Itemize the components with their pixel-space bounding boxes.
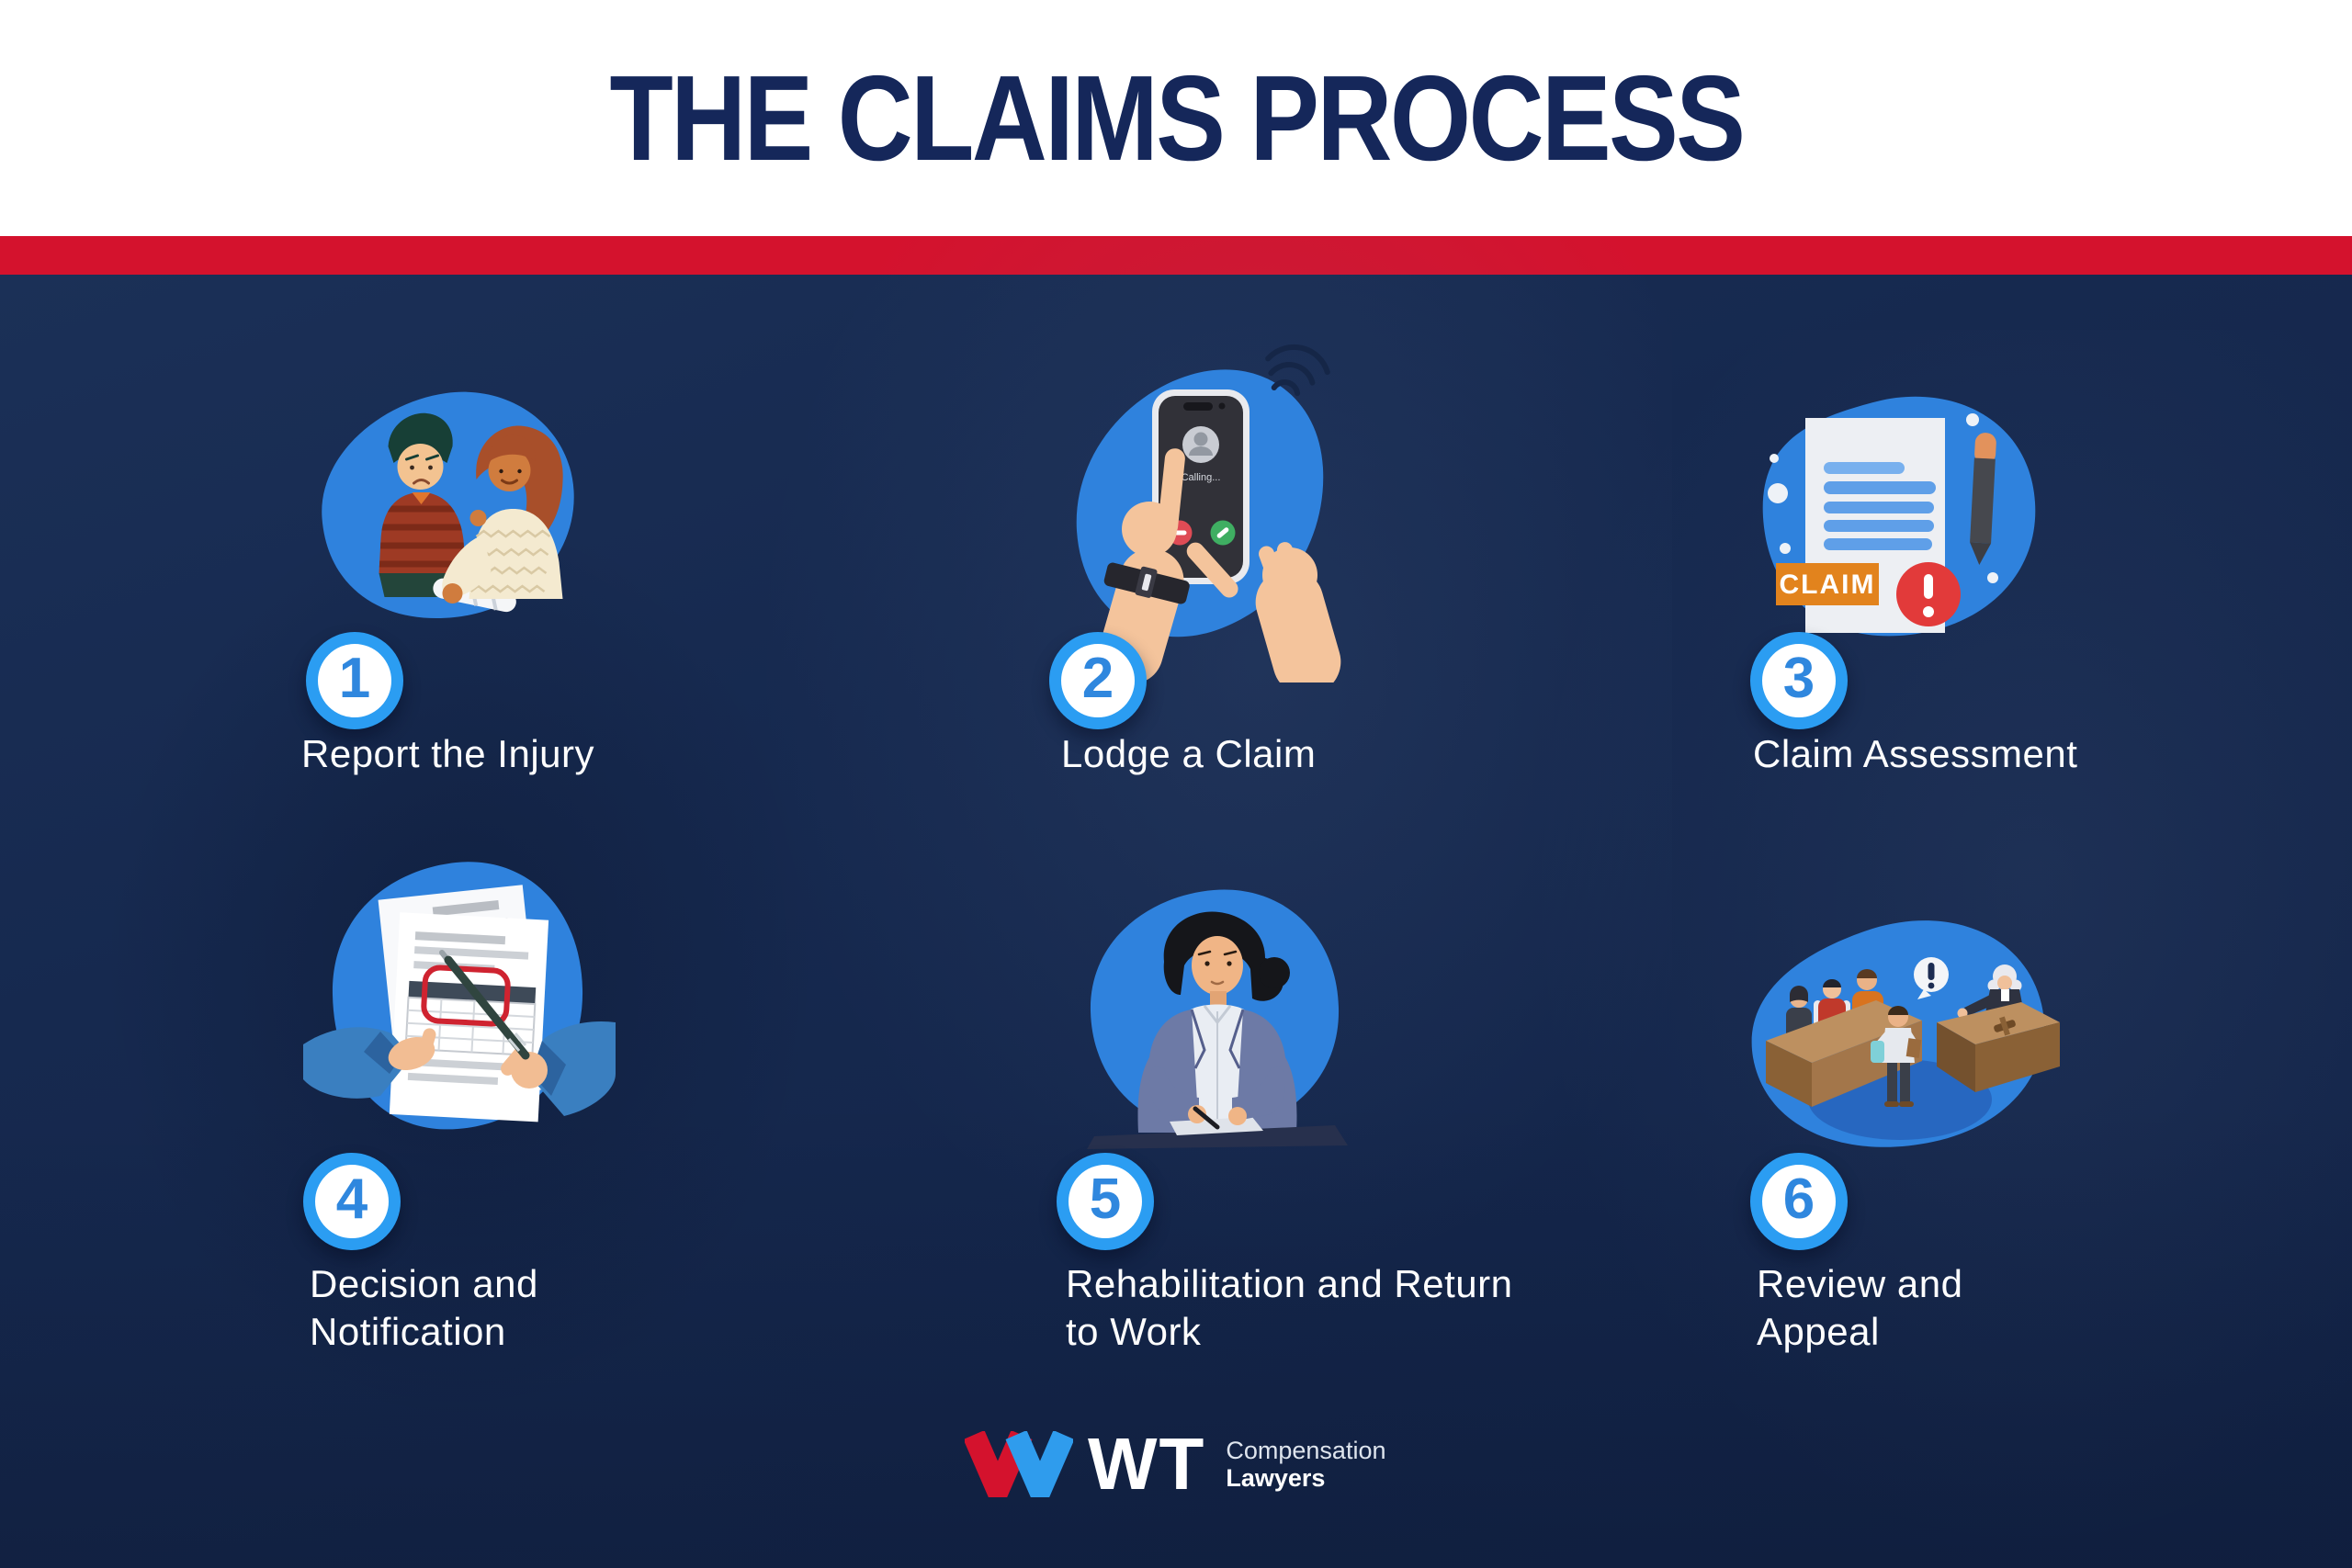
pointing-hand: [1186, 542, 1341, 682]
document-text-lines: [1824, 462, 1936, 550]
step-6-badge: 6: [1750, 1153, 1848, 1250]
lodge-claim-illustration: Calling...: [1046, 338, 1349, 682]
company-logo: WT Compensation Lawyers: [965, 1427, 1385, 1501]
claim-assessment-illustration: CLAIM: [1741, 381, 2063, 684]
step-1-number: 1: [338, 647, 371, 710]
step-6-number: 6: [1782, 1168, 1815, 1231]
step-3-badge: 3: [1750, 632, 1848, 729]
document-review-icon: [303, 862, 616, 1130]
main-panel: Calling...: [0, 238, 2352, 1568]
step-5-badge: 5: [1057, 1153, 1154, 1250]
logo-tagline-line1: Compensation: [1226, 1437, 1386, 1464]
step-3-label: Claim Assessment: [1753, 732, 2078, 775]
claim-document-icon: CLAIM: [1762, 396, 2036, 637]
red-divider-bar: [0, 236, 2352, 275]
step-4-label: Decision and Notification: [310, 1262, 538, 1353]
step-6-label: Review and Appeal: [1757, 1262, 1963, 1353]
left-bench: [1766, 1000, 1922, 1063]
step-2-number: 2: [1081, 647, 1114, 710]
decorative-dots: [1768, 413, 1998, 583]
step-1-badge: 1: [306, 632, 403, 729]
step-5-number: 5: [1089, 1168, 1122, 1231]
step-4-badge: 4: [303, 1153, 401, 1250]
pen-icon: [1193, 1106, 1220, 1130]
desk: [1087, 1125, 1348, 1149]
logo-initials: WT: [1088, 1423, 1206, 1505]
pen-icon: [444, 955, 530, 1060]
step-1-label: Report the Injury: [301, 732, 594, 775]
injured-person-icon: [322, 391, 574, 619]
page-title: THE CLAIMS PROCESS: [609, 51, 1746, 186]
logo-tagline-line2: Lawyers: [1226, 1464, 1326, 1492]
case-manager-icon: [1087, 889, 1348, 1149]
report-injury-illustration: [294, 378, 602, 649]
step-2-badge: 2: [1049, 632, 1147, 729]
review-appeal-illustration: [1718, 905, 2076, 1171]
face: [1192, 936, 1243, 995]
hair: [1163, 911, 1284, 1001]
claim-tag: [1776, 563, 1879, 605]
front-page: [389, 912, 549, 1122]
claim-tag-text: CLAIM: [1780, 570, 1876, 600]
step-3-number: 3: [1782, 647, 1815, 710]
claimant-figure: [1871, 1006, 1922, 1107]
pen-icon: [1970, 433, 1996, 565]
step-5-label: Rehabilitation and Return to Work: [1066, 1262, 1513, 1353]
calling-text: Calling...: [1182, 472, 1221, 483]
rehabilitation-illustration: [1061, 877, 1369, 1153]
logo-tagline: Compensation Lawyers: [1226, 1437, 1385, 1492]
exclamation-bubble-icon: [1914, 957, 1949, 999]
step-2-label: Lodge a Claim: [1061, 732, 1317, 775]
signal-waves-icon: [1265, 344, 1330, 397]
gavel-icon: [1994, 1016, 2016, 1036]
phone-call-icon: Calling...: [1076, 344, 1341, 682]
red-highlight-box: [421, 964, 511, 1027]
courtroom-icon: [1751, 920, 2060, 1147]
step-4-number: 4: [335, 1168, 368, 1231]
logo-mark-icon: [965, 1431, 1073, 1497]
header: THE CLAIMS PROCESS: [0, 0, 2352, 236]
decision-notification-illustration: [303, 850, 616, 1153]
left-hand: [388, 1028, 436, 1071]
judge-bench: [1937, 1002, 2060, 1044]
wrist-watch-icon: [1103, 562, 1190, 604]
